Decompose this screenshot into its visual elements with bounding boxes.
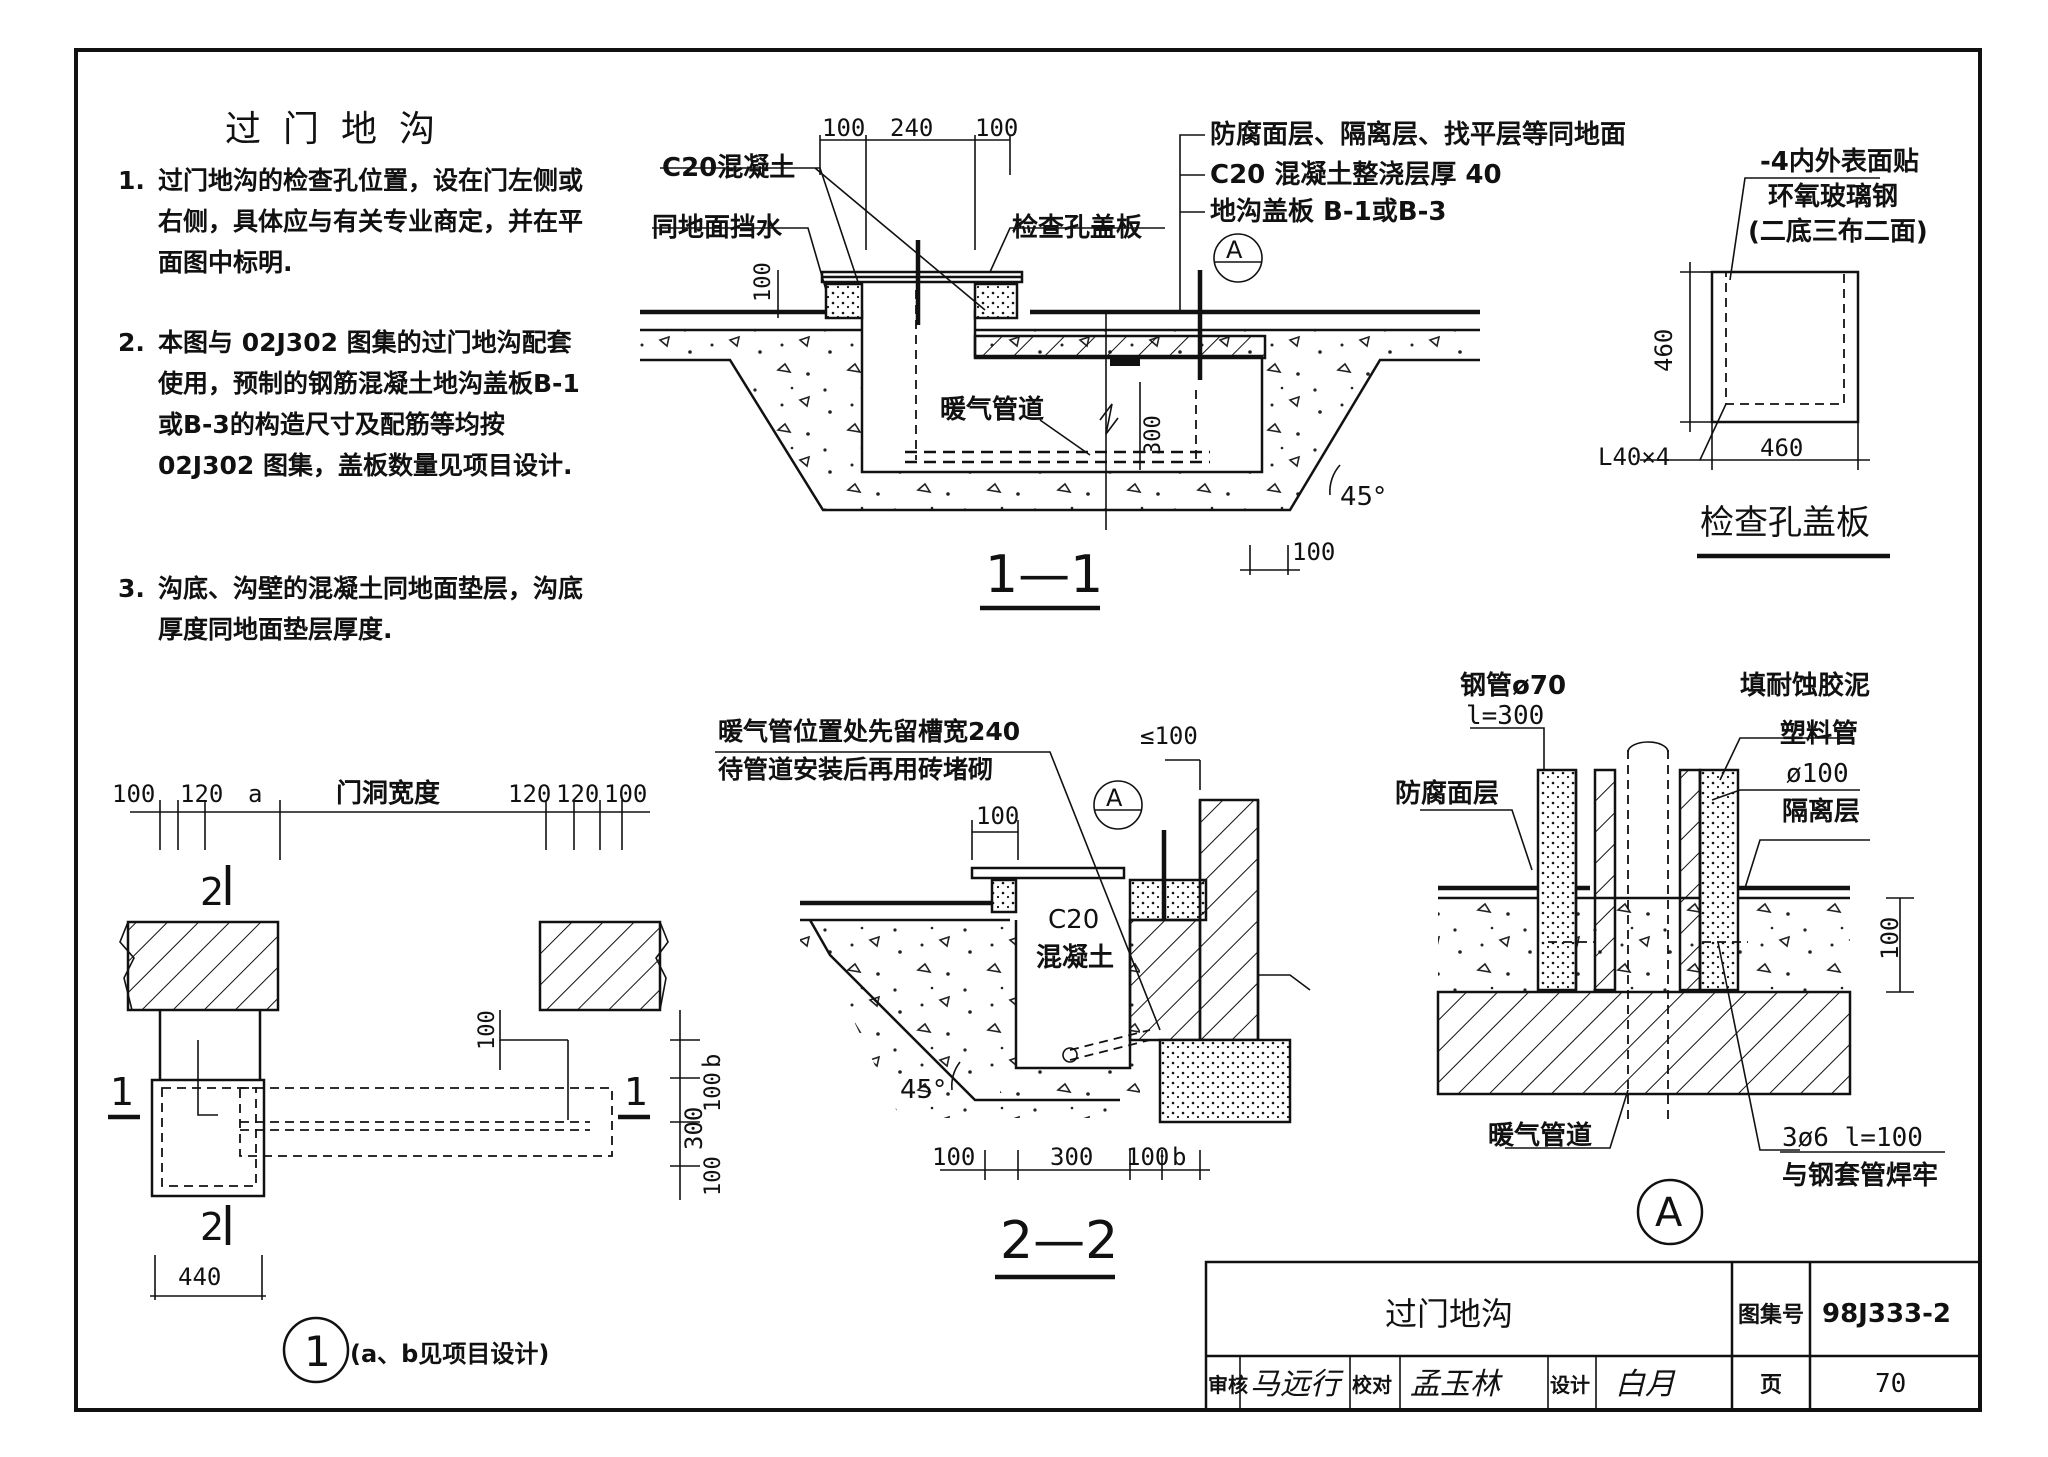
cover-plate-detail: 460 460 L40×4 -4内外表面贴 环氧玻璃钢 (二底三布二面) 检查孔… [1598, 147, 1928, 559]
angle-1-1: 45° [1340, 482, 1386, 512]
note-1-number: 1. [118, 166, 145, 195]
label-cover-plate: 检查孔盖板 [1012, 212, 1142, 243]
plan-dim-6: 100 [604, 780, 647, 808]
tb-atlas-no: 98J333-2 [1822, 1299, 1951, 1329]
title-block: 过门地沟 图集号 98J333-2 审核 马远行 校对 孟玉林 设计 白月 页 … [1204, 1260, 1982, 1412]
plan-dim-100b: 100 [701, 1072, 726, 1112]
label-layers: 防腐面层、隔离层、找平层等同地面 [1210, 119, 1626, 150]
s22-dim-b: b [1172, 1143, 1186, 1171]
s22-dim-300: 300 [1050, 1143, 1093, 1171]
a-steel-len: l=300 [1466, 701, 1544, 731]
tb-sig-check: 孟玉林 [1410, 1367, 1503, 1402]
cover-detail-title: 检查孔盖板 [1700, 503, 1870, 543]
s22-c20b: 混凝土 [1036, 943, 1114, 973]
tb-design-label: 设计 [1550, 1373, 1590, 1397]
plan-dim-3: 门洞宽度 [336, 778, 440, 809]
plan-dim-le100: 100 [475, 1010, 500, 1050]
plan-section-mark-2-top: 2 [200, 870, 224, 914]
note-2-text: 本图与 02J302 图集的过门地沟配套使用，预制的钢筋混凝土地沟盖板B-1或B… [158, 328, 580, 480]
tb-drawing-name: 过门地沟 [1385, 1295, 1513, 1333]
label-water-stop: 同地面挡水 [652, 213, 783, 243]
plan-dim-1: 120 [180, 780, 223, 808]
cover-angle-steel: L40×4 [1598, 443, 1670, 471]
note-1: 1. 过门地沟的检查孔位置，设在门左侧或右侧，具体应与有关专业商定，并在平面图中… [118, 160, 588, 283]
cover-dim-w: 460 [1760, 434, 1803, 462]
a-anticorr: 防腐面层 [1395, 779, 1499, 809]
plan-1: 100 120 a 门洞宽度 120 120 100 2 2 1 1 1 [108, 778, 726, 1384]
cover-note3: (二底三布二面) [1748, 216, 1928, 247]
dim-1-1-100d: 100 [1292, 538, 1335, 566]
s22-dim-top100: 100 [976, 802, 1019, 830]
plan-section-mark-2-bottom: 2 [200, 1205, 224, 1249]
a-fill: 填耐蚀胶泥 [1740, 670, 1870, 701]
a-weld: 与钢套管焊牢 [1782, 1160, 1938, 1191]
plan-dim-2: a [248, 780, 262, 808]
cover-dim-h: 460 [1650, 329, 1678, 372]
tb-page-label: 页 [1760, 1373, 1782, 1398]
dim-1-1-100a: 100 [822, 114, 865, 142]
note-3-text: 沟底、沟壁的混凝土同地面垫层，沟底厚度同地面垫层厚度. [158, 574, 584, 644]
section-title-1-1: 1—1 [985, 545, 1103, 605]
note-1-text: 过门地沟的检查孔位置，设在门左侧或右侧，具体应与有关专业商定，并在平面图中标明. [158, 166, 584, 277]
a-plastic-pipe: 塑料管 [1780, 719, 1858, 749]
section-1-1: 100 240 100 100 300 45° 100 A C20混凝土 同地面… [640, 114, 1626, 611]
plan-dim-0: 100 [112, 780, 155, 808]
plan-dim-5: 120 [556, 780, 599, 808]
cover-note2: 环氧玻璃钢 [1768, 181, 1898, 212]
s22-angle: 45° [900, 1075, 946, 1105]
notes-title: 过门地沟 [225, 109, 458, 150]
plan-caption: (a、b见项目设计) [350, 1340, 549, 1368]
plan-dim-300: 300 [680, 1107, 708, 1150]
tb-sig-review: 马远行 [1250, 1367, 1344, 1402]
s22-note1: 暖气管位置处先留槽宽240 [718, 717, 1020, 746]
a-plastic-dia: ø100 [1786, 759, 1849, 789]
cover-note1: -4内外表面贴 [1760, 147, 1919, 177]
plan-dim-b: b [698, 1054, 726, 1068]
section-2-2: A 暖气管位置处先留槽宽240 待管道安装后再用砖堵砌 C20 混凝土 100 … [715, 717, 1311, 1280]
plan-dim-440: 440 [178, 1263, 221, 1291]
tb-atlas-label: 图集号 [1738, 1302, 1804, 1328]
a-steel-pipe: 钢管ø70 [1460, 671, 1566, 701]
note-2: 2. 本图与 02J302 图集的过门地沟配套使用，预制的钢筋混凝土地沟盖板B-… [118, 322, 588, 486]
plan-section-mark-1-left: 1 [110, 1070, 134, 1114]
tb-review-label: 审核 [1208, 1373, 1248, 1397]
s22-dim-le100: ≤100 [1140, 722, 1198, 750]
plan-section-mark-1-right: 1 [624, 1070, 648, 1114]
note-3-number: 3. [118, 574, 145, 603]
detail-a: 100 钢管ø70 l=300 填耐蚀胶泥 塑料管 ø100 隔离层 防腐面层 … [1395, 670, 1945, 1246]
dim-1-1-300: 300 [1141, 415, 1166, 455]
note-3: 3. 沟底、沟壁的混凝土同地面垫层，沟底厚度同地面垫层厚度. [118, 568, 588, 650]
plan-dim-100c: 100 [701, 1156, 726, 1196]
dim-1-1-100c: 100 [751, 262, 776, 302]
sheet-border [74, 48, 1982, 1412]
callout-2-2-A: A [1106, 784, 1123, 812]
a-pipe: 暖气管道 [1488, 1120, 1592, 1151]
s22-c20: C20 [1048, 905, 1099, 935]
dim-1-1-100b: 100 [975, 114, 1018, 142]
tb-page-no: 70 [1875, 1369, 1906, 1399]
callout-1-1-A: A [1226, 236, 1243, 264]
label-trench-cover: 地沟盖板 B-1或B-3 [1210, 196, 1446, 227]
tb-check-label: 校对 [1352, 1373, 1392, 1397]
label-c20-concrete: C20混凝土 [662, 153, 795, 183]
section-title-2-2: 2—2 [1000, 1211, 1118, 1271]
plan-dim-4: 120 [508, 780, 551, 808]
label-c20-pour: C20 混凝土整浇层厚 40 [1210, 159, 1502, 190]
dim-1-1-240: 240 [890, 114, 933, 142]
tb-sig-design: 白月 [1615, 1367, 1676, 1402]
plan-callout-1: 1 [304, 1327, 331, 1376]
a-isolation: 隔离层 [1782, 796, 1860, 827]
s22-note2: 待管道安装后再用砖堵砌 [718, 755, 993, 784]
a-dim-100: 100 [1876, 917, 1904, 960]
a-rebar: 3ø6 l=100 [1782, 1123, 1923, 1153]
label-heating-pipe-1-1: 暖气管道 [940, 394, 1044, 425]
s22-dim-100b: 100 [1126, 1143, 1169, 1171]
s22-dim-100a: 100 [932, 1143, 975, 1171]
note-2-number: 2. [118, 328, 145, 357]
a-callout: A [1655, 1190, 1683, 1236]
